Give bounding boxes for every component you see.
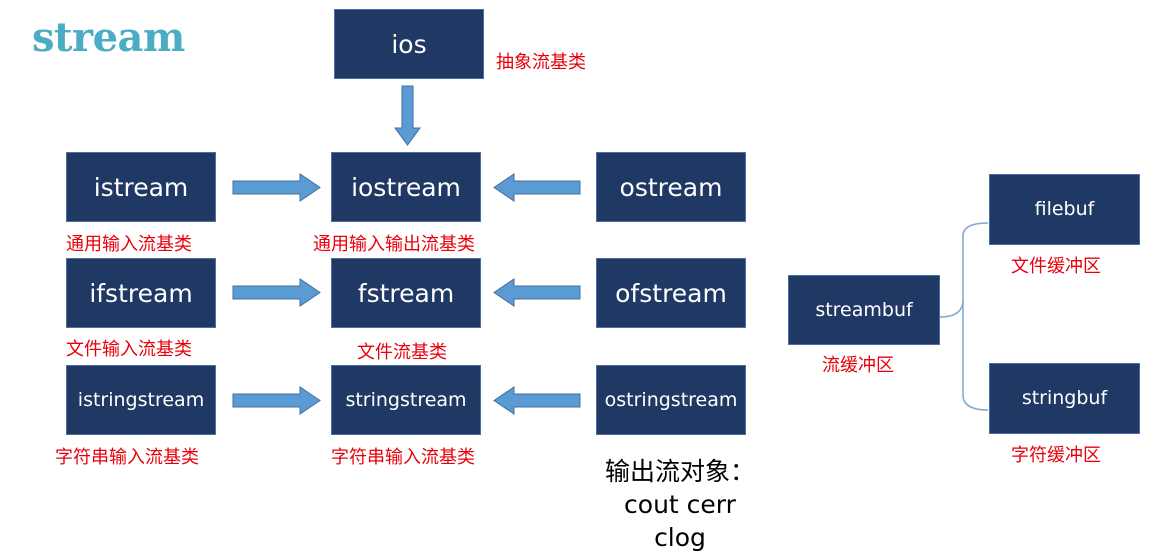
ifstream-text: ifstream	[89, 278, 193, 308]
arrow-ostream-to-iostream	[493, 173, 581, 202]
ios-label: 抽象流基类	[496, 52, 586, 73]
ofstream-text: ofstream	[615, 278, 727, 308]
arrow-istream-to-iostream	[232, 173, 321, 202]
istream-text: istream	[93, 172, 189, 202]
ifstream-box: ifstream	[66, 258, 216, 328]
streambuf-box: streambuf	[788, 275, 940, 345]
arrow-istringstream-to-stringstream	[232, 386, 321, 415]
istream-label: 通用输入流基类	[66, 234, 192, 255]
iostream-box: iostream	[331, 152, 481, 222]
iostream-label: 通用输入输出流基类	[313, 234, 475, 255]
ifstream-label: 文件输入流基类	[66, 339, 192, 360]
stringbuf-label: 字符缓冲区	[1011, 445, 1101, 466]
stringstream-text: stringstream	[345, 388, 467, 411]
istream-box: istream	[66, 152, 216, 222]
ostringstream-box: ostringstream	[596, 365, 746, 435]
ofstream-box: ofstream	[596, 258, 746, 328]
fstream-text: fstream	[357, 278, 455, 308]
fstream-label: 文件流基类	[357, 342, 447, 363]
filebuf-label: 文件缓冲区	[1011, 256, 1101, 277]
output-objects-line2: clog	[654, 523, 706, 552]
ostream-text: ostream	[619, 172, 723, 202]
arrow-ios-to-iostream	[394, 85, 421, 146]
arrow-ostringstream-to-stringstream	[493, 386, 581, 415]
bracket-streambuf-children	[939, 222, 989, 411]
output-objects-line1: cout cerr	[624, 490, 736, 519]
output-objects-note: 输出流对象： cout cerr clog	[590, 455, 770, 554]
stringstream-label: 字符串输入流基类	[331, 447, 475, 468]
filebuf-text: filebuf	[1034, 198, 1095, 220]
arrow-ifstream-to-fstream	[232, 278, 321, 307]
istringstream-box: istringstream	[66, 365, 216, 435]
stringbuf-text: stringbuf	[1021, 387, 1108, 409]
istringstream-label: 字符串输入流基类	[55, 447, 199, 468]
stringbuf-box: stringbuf	[989, 363, 1140, 434]
filebuf-box: filebuf	[989, 174, 1140, 245]
output-objects-heading: 输出流对象：	[604, 457, 755, 486]
istringstream-text: istringstream	[77, 388, 205, 411]
fstream-box: fstream	[331, 258, 481, 328]
iostream-text: iostream	[351, 172, 461, 202]
ios-text: ios	[391, 29, 427, 59]
stringstream-box: stringstream	[331, 365, 481, 435]
ios-box: ios	[334, 9, 484, 79]
arrow-ofstream-to-fstream	[493, 278, 581, 307]
streambuf-text: streambuf	[815, 298, 913, 321]
ostringstream-text: ostringstream	[604, 388, 738, 411]
streambuf-label: 流缓冲区	[822, 355, 894, 376]
page-title: stream	[32, 14, 185, 61]
ostream-box: ostream	[596, 152, 746, 222]
